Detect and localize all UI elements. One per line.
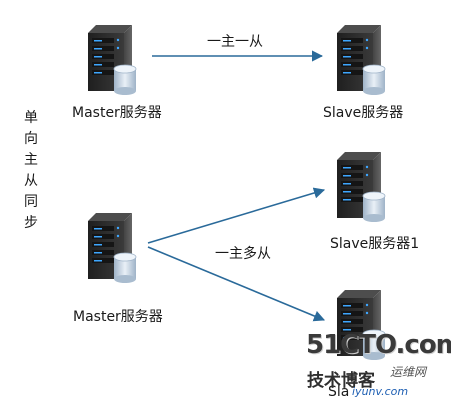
side-label-char: 从 <box>24 173 38 189</box>
master-bottom-server-icon <box>87 212 137 284</box>
master-to-slave-1-arrow <box>147 187 326 244</box>
watermark-slogan: 技术博客 <box>307 371 375 391</box>
master-top-label: Master服务器 <box>72 105 162 121</box>
side-label: 单 向 主 从 同 步 <box>22 108 40 234</box>
arrow-label-one-multi: 一主多从 <box>215 246 271 262</box>
slave-top-server-icon <box>336 24 386 96</box>
master-to-slave-2-arrow <box>147 246 326 322</box>
side-label-char: 向 <box>24 131 38 147</box>
slave-top-label: Slave服务器 <box>323 105 404 121</box>
side-label-char: 步 <box>24 215 38 231</box>
master-bottom-label: Master服务器 <box>73 309 163 325</box>
slave-bottom-1-label: Slave服务器1 <box>330 236 420 252</box>
side-label-char: 同 <box>24 194 38 210</box>
arrow-label-one-one: 一主一从 <box>207 34 263 50</box>
watermark-site: iyunv.com <box>352 385 409 398</box>
side-label-char: 单 <box>24 110 38 126</box>
slave-bottom-2-label: Sla <box>328 384 350 400</box>
watermark-blog: 运维网 <box>390 365 427 379</box>
watermark-brand: 51CTO.com <box>306 330 451 360</box>
side-label-char: 主 <box>24 152 38 168</box>
slave-bottom-1-server-icon <box>336 151 386 223</box>
master-top-server-icon <box>87 24 137 96</box>
